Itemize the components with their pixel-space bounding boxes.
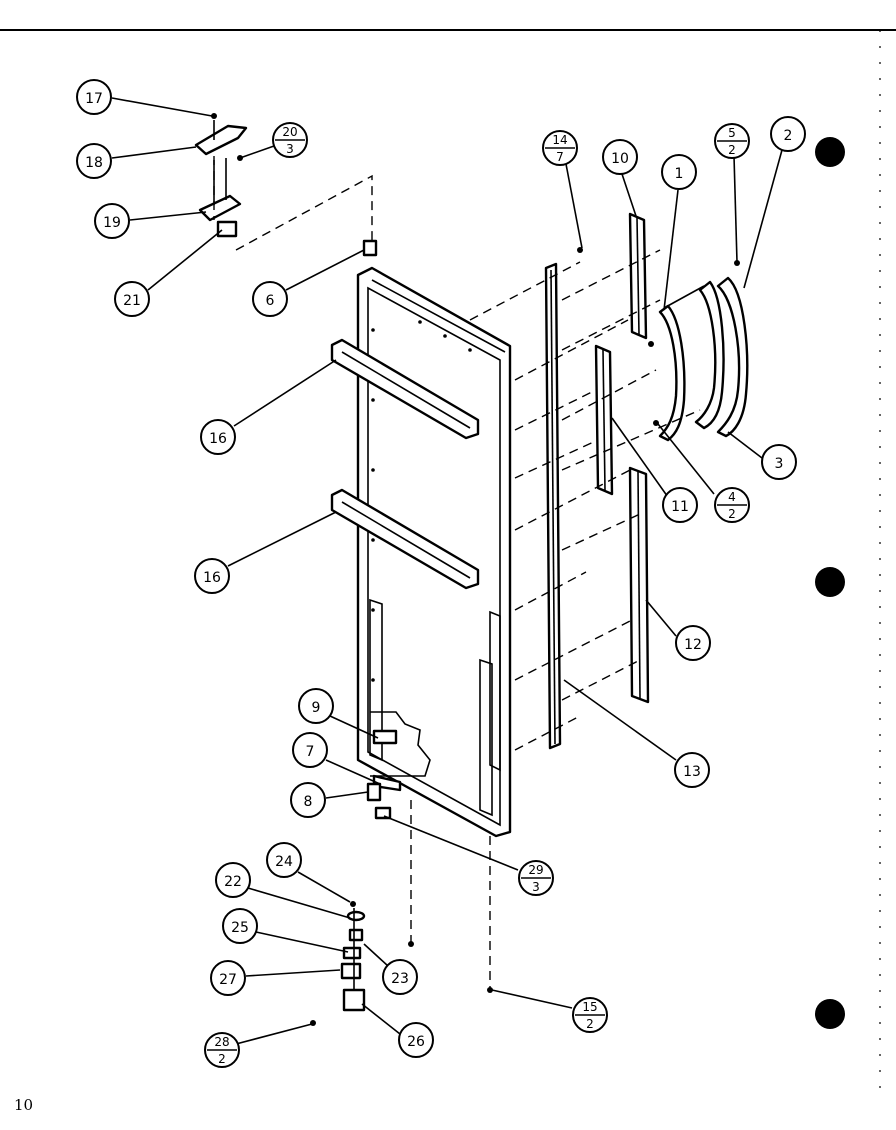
top-hinge-assembly: [194, 120, 248, 238]
callout-11: 11: [662, 487, 698, 523]
callout-2-label: 2: [784, 128, 793, 144]
callout-29-3: 29 3: [518, 860, 554, 896]
handle-link-line: [663, 285, 705, 309]
trim-strip-part-10: [628, 212, 648, 340]
callout-20-label: 20: [282, 125, 297, 139]
handle-trim-part-1: [658, 304, 686, 442]
callout-22: 22: [215, 862, 251, 898]
callout-6: 6: [252, 281, 288, 317]
callout-25: 25: [222, 908, 258, 944]
handle-trim-part-2: [716, 276, 749, 438]
callout-24-label: 24: [275, 854, 293, 870]
callout-15-sub: 2: [586, 1017, 594, 1031]
callout-12: 12: [675, 625, 711, 661]
callout-12-label: 12: [684, 637, 702, 653]
callout-27: 27: [210, 960, 246, 996]
callout-4-label: 4: [728, 490, 736, 504]
exploded-view-lines: [213, 156, 701, 990]
door-gasket-strip: [544, 262, 562, 750]
callout-23-label: 23: [391, 971, 409, 987]
callout-16-lower-label: 16: [203, 570, 221, 586]
trim-strip-part-12: [628, 466, 650, 704]
callout-24: 24: [266, 842, 302, 878]
callout-7: 7: [292, 732, 328, 768]
callout-14-sub: 7: [556, 150, 564, 164]
callout-9: 9: [298, 688, 334, 724]
callout-26-label: 26: [407, 1034, 425, 1050]
callout-23: 23: [382, 959, 418, 995]
callout-21-label: 21: [123, 293, 141, 309]
callout-15-label: 15: [582, 1000, 597, 1014]
callout-1-label: 1: [675, 166, 684, 182]
callout-26: 26: [398, 1022, 434, 1058]
callout-4-sub: 2: [728, 507, 736, 521]
trim-strip-part-11: [594, 344, 614, 496]
callout-21: 21: [114, 281, 150, 317]
callout-5-label: 5: [728, 126, 736, 140]
callout-8-label: 8: [304, 794, 313, 810]
callout-17-label: 17: [85, 91, 103, 107]
callout-20-3: 20 3: [272, 122, 308, 158]
callout-10-label: 10: [611, 151, 629, 167]
door-shelf-bar-lower: [330, 488, 480, 590]
callout-2: 2: [770, 116, 806, 152]
callout-9-label: 9: [312, 700, 321, 716]
callout-13: 13: [674, 752, 710, 788]
callout-6-label: 6: [266, 293, 275, 309]
callout-15-2: 15 2: [572, 997, 608, 1033]
hinge-bushing-part-6: [362, 239, 378, 257]
callout-11-label: 11: [671, 499, 689, 515]
callout-17: 17: [76, 79, 112, 115]
callout-10: 10: [602, 139, 638, 175]
callout-1: 1: [661, 154, 697, 190]
callout-22-label: 22: [224, 874, 242, 890]
callout-25-label: 25: [231, 920, 249, 936]
callout-28-2: 28 2: [204, 1032, 240, 1068]
callout-27-label: 27: [219, 972, 237, 988]
callout-18: 18: [76, 143, 112, 179]
callout-5-sub: 2: [728, 143, 736, 157]
callout-13-label: 13: [683, 764, 701, 780]
leader-lines: [111, 97, 783, 1045]
callout-14-label: 14: [552, 133, 567, 147]
callout-5-2: 5 2: [714, 123, 750, 159]
bottom-hinge-assembly: [340, 729, 402, 1012]
callout-28-sub: 2: [218, 1052, 226, 1066]
callout-19-label: 19: [103, 215, 121, 231]
callout-7-label: 7: [306, 744, 315, 760]
callout-20-sub: 3: [286, 142, 294, 156]
callout-3: 3: [761, 444, 797, 480]
callout-14-7: 14 7: [542, 130, 578, 166]
binder-hole-middle: [815, 567, 845, 597]
callout-18-label: 18: [85, 155, 103, 171]
page-number: 10: [14, 1096, 34, 1114]
binder-hole-top: [815, 137, 845, 167]
callout-16-upper-label: 16: [209, 431, 227, 447]
binder-hole-bottom: [815, 999, 845, 1029]
door-shelf-bar-upper: [330, 338, 480, 440]
callout-4-2: 4 2: [714, 487, 750, 523]
callout-29-label: 29: [528, 863, 543, 877]
small-screws: [211, 113, 740, 1026]
handle-trim-part-3: [694, 280, 725, 430]
callout-28-label: 28: [214, 1035, 229, 1049]
callout-16-upper: 16: [200, 419, 236, 455]
callout-3-label: 3: [775, 456, 784, 472]
callout-8: 8: [290, 782, 326, 818]
callout-29-sub: 3: [532, 880, 540, 894]
callout-19: 19: [94, 203, 130, 239]
callout-16-lower: 16: [194, 558, 230, 594]
